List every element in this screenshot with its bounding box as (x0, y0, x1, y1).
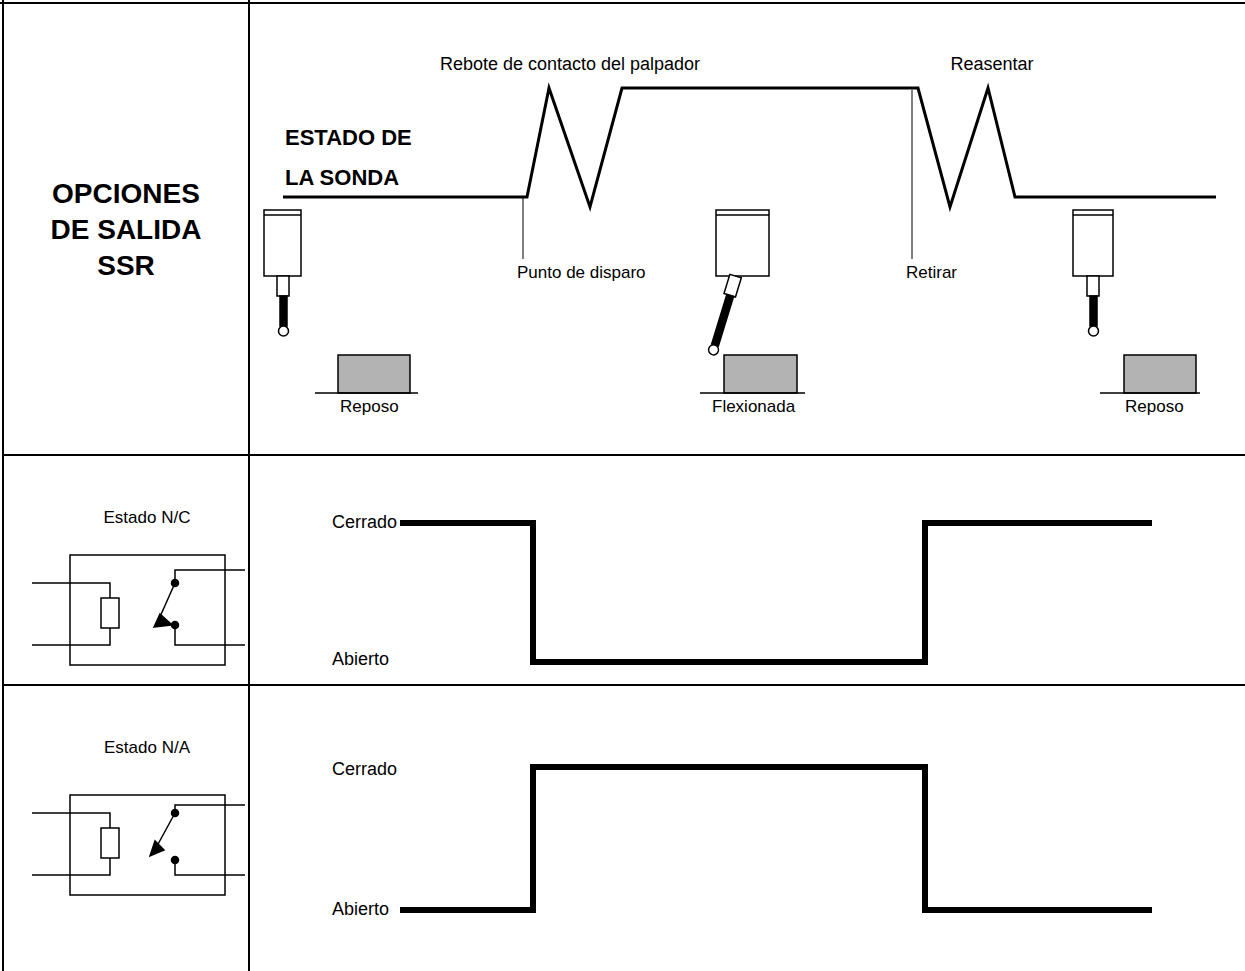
level-label: Abierto (332, 899, 389, 921)
row-heading: OPCIONES DE SALIDA SSR (36, 176, 216, 284)
probe-body-edge (716, 214, 769, 216)
probe-shank (277, 276, 289, 296)
probe-stylus (712, 294, 734, 346)
contact-dot (172, 810, 179, 817)
probe-ball (707, 344, 719, 356)
level-label: Abierto (332, 649, 389, 671)
wire (175, 570, 245, 583)
probe-body-edge (264, 214, 301, 216)
wire (175, 625, 245, 645)
relay-label: Estado N/A (104, 738, 190, 758)
base-line (700, 392, 805, 394)
relay-label: Estado N/C (104, 508, 191, 528)
probe-deflected (700, 210, 805, 393)
relay-symbol-no (32, 795, 245, 895)
probe-body-edge (1073, 214, 1113, 216)
table-line (2, 0, 4, 971)
leader-line (912, 90, 913, 259)
resistor-symbol (101, 598, 119, 628)
wire (32, 813, 110, 828)
wire (32, 858, 110, 875)
resistor-symbol (101, 828, 119, 858)
nc-timing-wave (400, 523, 1152, 662)
contact-dot (172, 622, 179, 629)
event-label: Rebote de contacto del palpador (440, 54, 700, 76)
event-label: Retirar (906, 263, 957, 283)
level-label: Cerrado (332, 759, 397, 781)
base-line (315, 392, 418, 394)
wire (32, 628, 110, 645)
switch-blade (159, 583, 175, 619)
state-label: Reposo (340, 397, 399, 417)
level-label: Cerrado (332, 512, 397, 534)
probe-stylus (280, 296, 287, 326)
table-line (3, 454, 1245, 456)
probe-state-wave (283, 88, 1216, 207)
probe-shank (1087, 276, 1099, 296)
probe-body (1073, 210, 1113, 276)
switch-blade (157, 813, 175, 846)
base-line (1100, 392, 1200, 394)
probe-rest-left (264, 210, 418, 393)
wire (32, 583, 110, 598)
workpiece (338, 355, 410, 393)
probe-stylus (1090, 296, 1097, 326)
switch-tip (154, 614, 172, 627)
axis-title: ESTADO DE LA SONDA (285, 118, 435, 198)
wire (175, 860, 245, 875)
wire (175, 805, 245, 813)
state-label: Flexionada (712, 397, 795, 417)
state-label: Reposo (1125, 397, 1184, 417)
event-label: Punto de disparo (517, 263, 646, 283)
probe-body (264, 210, 301, 276)
switch-tip (150, 841, 164, 856)
relay-symbol-nc (32, 555, 245, 665)
probe-body (716, 210, 769, 276)
relay-housing (70, 555, 225, 665)
probe-rest-right (1073, 210, 1200, 393)
probe-ball (1089, 326, 1099, 336)
table-line (0, 2, 1245, 4)
table-line (3, 684, 1245, 686)
event-label: Reasentar (950, 54, 1033, 76)
contact-dot (172, 580, 179, 587)
no-timing-wave (400, 767, 1152, 910)
workpiece (1124, 355, 1196, 393)
workpiece (724, 355, 797, 393)
probe-stylus-group (706, 274, 741, 356)
probe-ball (279, 326, 289, 336)
relay-housing (70, 795, 225, 895)
contact-dot (172, 857, 179, 864)
leader-line (523, 197, 524, 259)
table-line (248, 0, 250, 971)
